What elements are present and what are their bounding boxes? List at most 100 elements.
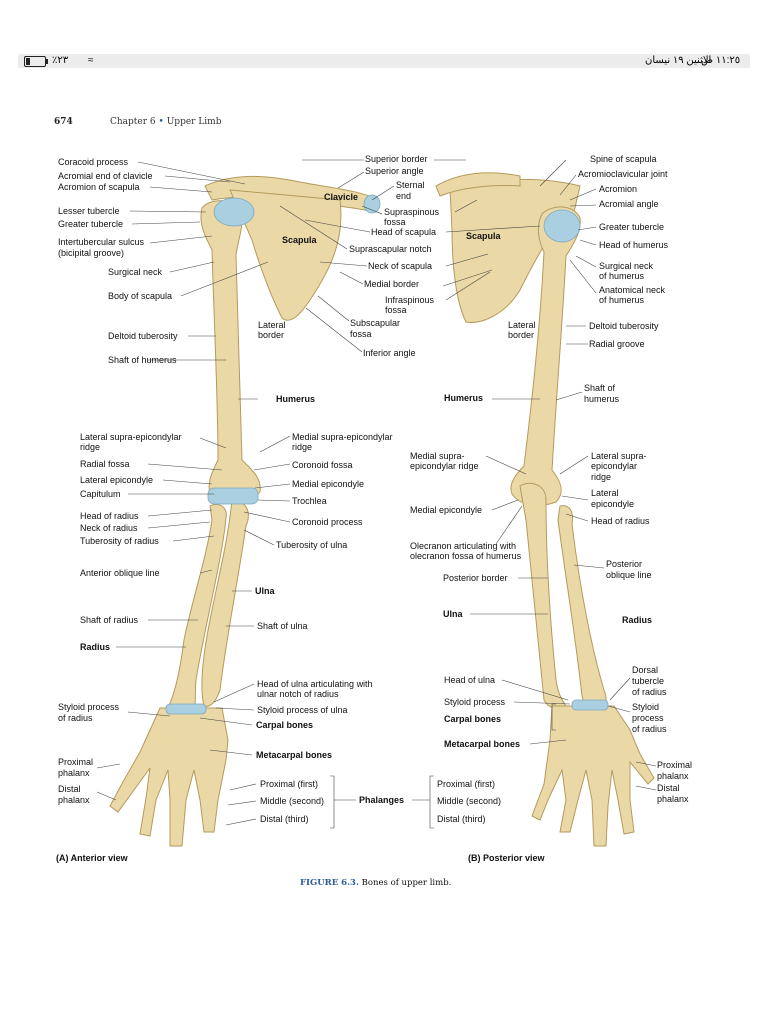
- label-subscapular-fossa-2: fossa: [350, 329, 372, 339]
- label-subscapular-fossa: Subscapular: [350, 318, 401, 328]
- label-lateral-border-a: Lateral: [258, 320, 286, 330]
- label-styloid-process-b: Styloid process: [444, 697, 506, 707]
- label-head-of-scapula: Head of scapula: [371, 227, 437, 237]
- label-shaft-of-humerus-b: Shaft of: [584, 383, 616, 393]
- anterior-elbow-cartilage: [207, 487, 259, 505]
- label-tuberosity-of-radius: Tuberosity of radius: [80, 536, 159, 546]
- label-clavicle: Clavicle: [324, 192, 359, 202]
- label-shaft-of-ulna: Shaft of ulna: [257, 621, 308, 631]
- label-radius-a: Radius: [80, 642, 111, 652]
- label-proximal-phalanx-a2: phalanx: [58, 768, 90, 778]
- label-shaft-of-humerus-a: Shaft of humerus: [108, 355, 177, 365]
- label-olecranon-articulating: Olecranon articulating with: [410, 541, 517, 551]
- posterior-humerus: [510, 206, 581, 506]
- label-lateral-epicondyle-b2: epicondyle: [591, 499, 635, 509]
- label-radial-groove: Radial groove: [589, 339, 645, 349]
- status-date: الاثنين ١٩ نيسان: [645, 55, 712, 66]
- status-time: ١١:٢٥ ص: [701, 55, 741, 66]
- label-radius-b: Radius: [622, 615, 653, 625]
- posterior-clavicle: [435, 172, 521, 197]
- label-head-of-ulna-articulating-2: ulnar notch of radius: [257, 689, 339, 699]
- chapter-label: Chapter 6: [110, 117, 156, 127]
- label-lateral-supra-epicondylar-ridge: ridge: [80, 442, 101, 452]
- header-separator: •: [158, 117, 164, 127]
- label-styloid-process-radius-b: Styloid: [632, 702, 660, 712]
- label-greater-tubercle-b: Greater tubercle: [599, 222, 665, 232]
- label-proximal-phalanx-b: Proximal: [657, 760, 693, 770]
- label-neck-of-radius: Neck of radius: [80, 523, 138, 533]
- label-distal-phalanx-b2: phalanx: [657, 794, 689, 804]
- label-carpal-bones-a: Carpal bones: [256, 720, 314, 730]
- label-surgical-neck-b2: of humerus: [599, 271, 645, 281]
- label-shaft-of-humerus-b2: humerus: [584, 394, 620, 404]
- label-coracoid-process: Coracoid process: [58, 157, 129, 167]
- label-lateral-border-b: Lateral: [508, 320, 536, 330]
- label-body-of-scapula: Body of scapula: [108, 291, 173, 301]
- anterior-hand: [109, 707, 229, 847]
- label-scapula-posterior: Scapula: [466, 231, 501, 241]
- label-lateral-supra-epicondylar: Lateral supra-epicondylar: [80, 432, 182, 442]
- label-head-of-humerus: Head of humerus: [599, 240, 669, 250]
- label-acromial-end-clavicle: Acromial end of clavicle: [58, 171, 153, 181]
- label-distal-phalanx-a: Distal: [58, 784, 81, 794]
- label-infraspinous-fossa-2: fossa: [385, 305, 407, 315]
- label-medial-supra-epicondylar-a: Medial supra-epicondylar: [292, 432, 393, 442]
- label-distal-phalanx-a2: phalanx: [58, 795, 90, 805]
- label-styloid-process-radius-b3: of radius: [632, 724, 667, 734]
- label-distal-third-a: Distal (third): [260, 814, 309, 824]
- label-deltoid-tuberosity-a: Deltoid tuberosity: [108, 331, 178, 341]
- label-capitulum: Capitulum: [80, 489, 121, 499]
- label-styloid-process-radius-a: Styloid process: [58, 702, 120, 712]
- label-neck-of-scapula: Neck of scapula: [368, 261, 433, 271]
- label-anatomical-neck: Anatomical neck: [599, 285, 666, 295]
- label-middle-second-a: Middle (second): [260, 796, 325, 806]
- wifi-icon: ≈: [88, 55, 94, 66]
- label-middle-second-b: Middle (second): [437, 796, 502, 806]
- label-anterior-oblique-line: Anterior oblique line: [80, 568, 160, 578]
- posterior-ulna: [519, 482, 567, 709]
- figure-number: FIGURE 6.3.: [300, 878, 359, 888]
- label-lateral-supra-epicondylar-b3: ridge: [591, 472, 612, 482]
- label-medial-border: Medial border: [364, 279, 420, 289]
- label-proximal-first-a: Proximal (first): [260, 779, 318, 789]
- label-styloid-process-radius-b2: process: [632, 713, 664, 723]
- label-ulna-b: Ulna: [443, 609, 463, 619]
- label-medial-supra-epicondylar-b: Medial supra-: [410, 451, 465, 461]
- battery-percent: ٪٢٣: [52, 55, 69, 66]
- label-proximal-phalanx-a: Proximal: [58, 757, 94, 767]
- label-posterior-oblique-line-2: oblique line: [606, 570, 652, 580]
- anterior-humerus: [200, 200, 261, 504]
- label-acromion-b: Acromion: [599, 184, 638, 194]
- label-radial-fossa: Radial fossa: [80, 459, 130, 469]
- status-bar: ٪٢٣ ≈ الاثنين ١٩ نيسان ١١:٢٥ ص: [18, 54, 750, 68]
- label-anterior-view: (A) Anterior view: [56, 853, 128, 863]
- label-medial-supra-epicondylar-a2: ridge: [292, 442, 313, 452]
- battery-icon: [24, 56, 48, 67]
- label-lateral-epicondyle-a: Lateral epicondyle: [80, 475, 154, 485]
- label-suprascapular-notch: Suprascapular notch: [349, 244, 432, 254]
- label-lesser-tubercle: Lesser tubercle: [58, 206, 120, 216]
- label-medial-epicondyle-b: Medial epicondyle: [410, 505, 483, 515]
- label-shaft-of-radius: Shaft of radius: [80, 615, 139, 625]
- label-metacarpal-bones-b: Metacarpal bones: [444, 739, 521, 749]
- label-posterior-view: (B) Posterior view: [468, 853, 545, 863]
- figure-caption-text: Bones of upper limb.: [361, 878, 452, 888]
- label-proximal-phalanx-b2: phalanx: [657, 771, 689, 781]
- anterior-wrist-cartilage: [165, 703, 207, 715]
- label-humerus-a: Humerus: [276, 394, 316, 404]
- label-lateral-border-a2: border: [258, 330, 285, 340]
- label-lateral-supra-epicondylar-b2: epicondylar: [591, 461, 638, 471]
- posterior-wrist-cartilage: [571, 699, 609, 711]
- anterior-scapula: [229, 189, 342, 321]
- chapter-title: Chapter 6 • Upper Limb: [110, 117, 221, 127]
- label-distal-third-b: Distal (third): [437, 814, 486, 824]
- section-label: Upper Limb: [166, 117, 222, 127]
- label-infraspinous-fossa: Infraspinous: [385, 295, 435, 305]
- label-carpal-bones-b: Carpal bones: [444, 714, 502, 724]
- label-sternal-end-2: end: [396, 191, 412, 201]
- label-metacarpal-bones-a: Metacarpal bones: [256, 750, 333, 760]
- label-medial-epicondyle-a: Medial epicondyle: [292, 479, 365, 489]
- anterior-ulna: [201, 499, 249, 707]
- label-olecranon-articulating-2: olecranon fossa of humerus: [410, 551, 522, 561]
- label-styloid-process-of-ulna: Styloid process of ulna: [257, 705, 348, 715]
